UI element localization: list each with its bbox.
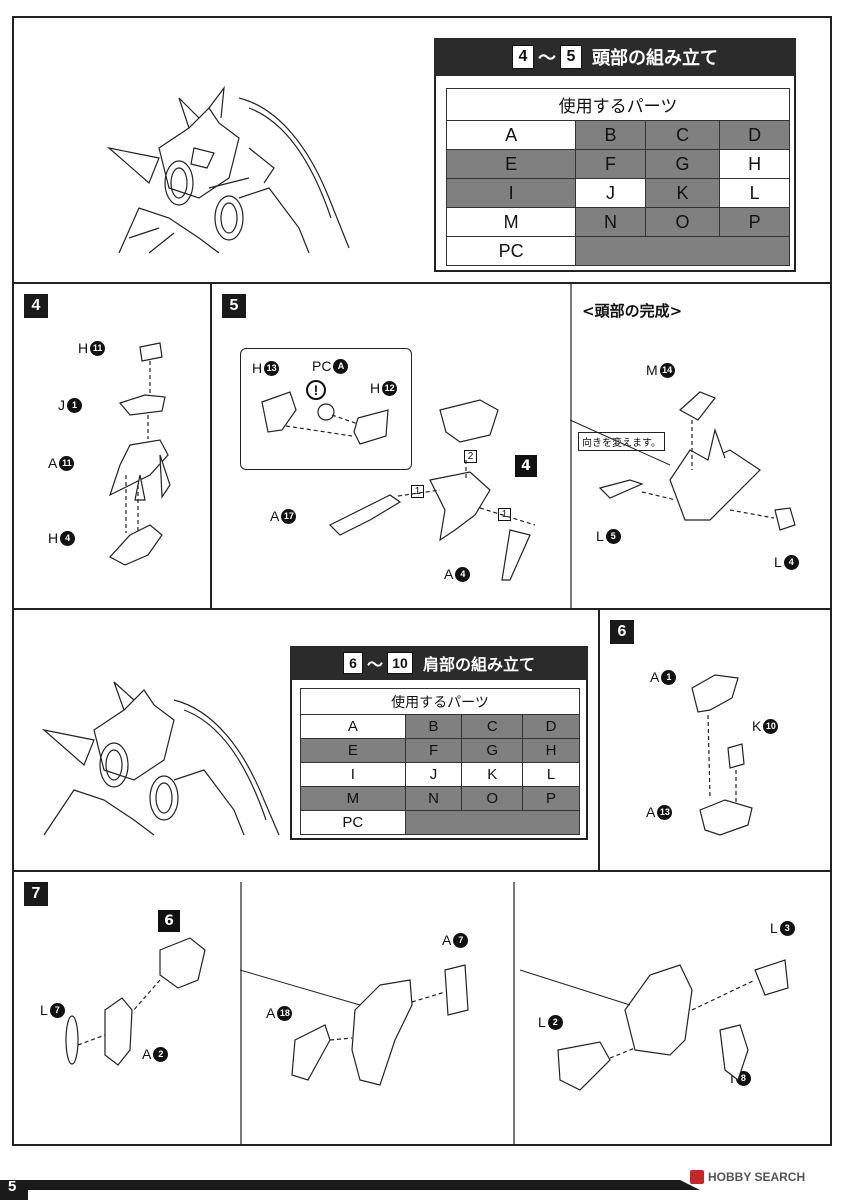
part-cell: B — [404, 714, 463, 739]
part-cell: J — [575, 178, 646, 208]
table-header: 使用するパーツ — [446, 88, 790, 121]
part-cell: I — [300, 762, 406, 787]
ref-step-badge: 6 — [158, 910, 180, 932]
part-cell: O — [461, 786, 524, 811]
step-number: 6 — [610, 620, 634, 644]
part-cell: B — [575, 120, 646, 150]
title-text: 頭部の組み立て — [592, 48, 718, 69]
part-cell: O — [644, 207, 721, 237]
step7-dividers — [240, 882, 515, 1144]
part-cell: D — [522, 714, 580, 739]
part-cell: M — [445, 207, 577, 237]
warning-icon: ! — [306, 380, 326, 400]
title-tilde: 〜 — [538, 48, 556, 69]
order-tag: 1 — [411, 485, 424, 498]
part-cell: F — [575, 149, 646, 179]
robot-shoulder-illustration — [41, 681, 280, 836]
part-cell: E — [445, 149, 577, 179]
part-cell: K — [644, 178, 721, 208]
part-cell: L — [719, 178, 790, 208]
part-cell: D — [719, 120, 790, 150]
head-complete-drawing — [569, 391, 796, 531]
part-cell: A — [300, 714, 406, 739]
logo-icon — [690, 1170, 704, 1184]
title-step-from: 4 — [512, 45, 534, 69]
order-tag: 2 — [464, 450, 477, 463]
part-cell: M — [300, 786, 406, 811]
part-cell: K — [461, 762, 524, 787]
title-text: 肩部の組み立て — [423, 655, 536, 674]
part-cell: I — [445, 178, 577, 208]
page-number: 5 — [8, 1178, 17, 1195]
part-cell: G — [461, 738, 524, 763]
step-number: 7 — [24, 882, 48, 906]
part-cell-empty — [404, 810, 581, 835]
footer-bar — [0, 1180, 700, 1200]
part-cell: F — [404, 738, 463, 763]
head-complete-title: <頭部の完成> — [582, 302, 683, 320]
part-cell: H — [522, 738, 580, 763]
ref-step-badge: 4 — [515, 455, 537, 477]
head-complete-divider — [570, 284, 572, 610]
step5-parts-drawing — [261, 391, 536, 581]
shoulder-section-title: 6 〜 10 肩部の組み立て — [290, 646, 588, 680]
part-cell: P — [719, 207, 790, 237]
robot-head-illustration — [106, 85, 350, 254]
part-cell: J — [404, 762, 463, 787]
part-cell: C — [644, 120, 721, 150]
part-cell: N — [404, 786, 463, 811]
part-cell: L — [522, 762, 580, 787]
part-cell-pc: PC — [300, 810, 406, 835]
table-header: 使用するパーツ — [300, 688, 580, 715]
part-cell: C — [461, 714, 524, 739]
title-step-to: 10 — [387, 652, 413, 674]
step6-parts-drawing — [691, 674, 753, 836]
step4-parts-drawing — [108, 342, 171, 566]
step-number: 5 — [222, 294, 246, 318]
title-tilde: 〜 — [366, 655, 383, 674]
title-step-from: 6 — [342, 652, 363, 674]
watermark: HOBBY SEARCH — [690, 1170, 805, 1184]
part-cell-empty — [575, 236, 790, 266]
part-cell: A — [445, 120, 577, 150]
step7-parts-drawing — [65, 937, 789, 1091]
head-section-title: 4 〜 5 頭部の組み立て — [434, 38, 796, 76]
part-cell: G — [644, 149, 721, 179]
part-cell: E — [300, 738, 406, 763]
step-number: 4 — [24, 294, 48, 318]
title-step-to: 5 — [560, 45, 582, 69]
part-cell-pc: PC — [445, 236, 577, 266]
order-tag: 1 — [498, 508, 511, 521]
part-cell: H — [719, 149, 790, 179]
part-cell: N — [575, 207, 646, 237]
part-cell: P — [522, 786, 580, 811]
